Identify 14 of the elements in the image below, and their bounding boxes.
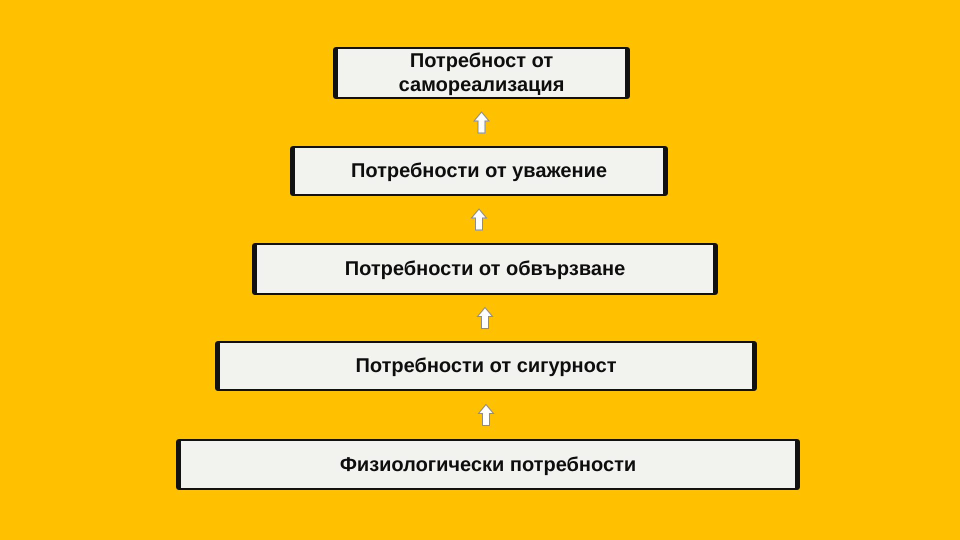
up-arrow: [477, 404, 495, 426]
label-box: [252, 243, 718, 295]
up-arrow: [476, 306, 494, 329]
box-label: Потребности от сигурност: [356, 354, 616, 378]
up-arrow: [472, 111, 490, 134]
label-box: [215, 341, 757, 391]
up-arrow: [470, 208, 488, 230]
label-box: [176, 439, 800, 490]
box-label: Потребност от самореализация: [398, 49, 566, 97]
label-box: [333, 47, 630, 99]
label-box: [290, 146, 668, 196]
box-label: Потребности от обвързване: [344, 257, 626, 281]
box-label: Потребности от уважение: [350, 159, 607, 183]
box-label: Физиологически потребности: [340, 452, 636, 476]
